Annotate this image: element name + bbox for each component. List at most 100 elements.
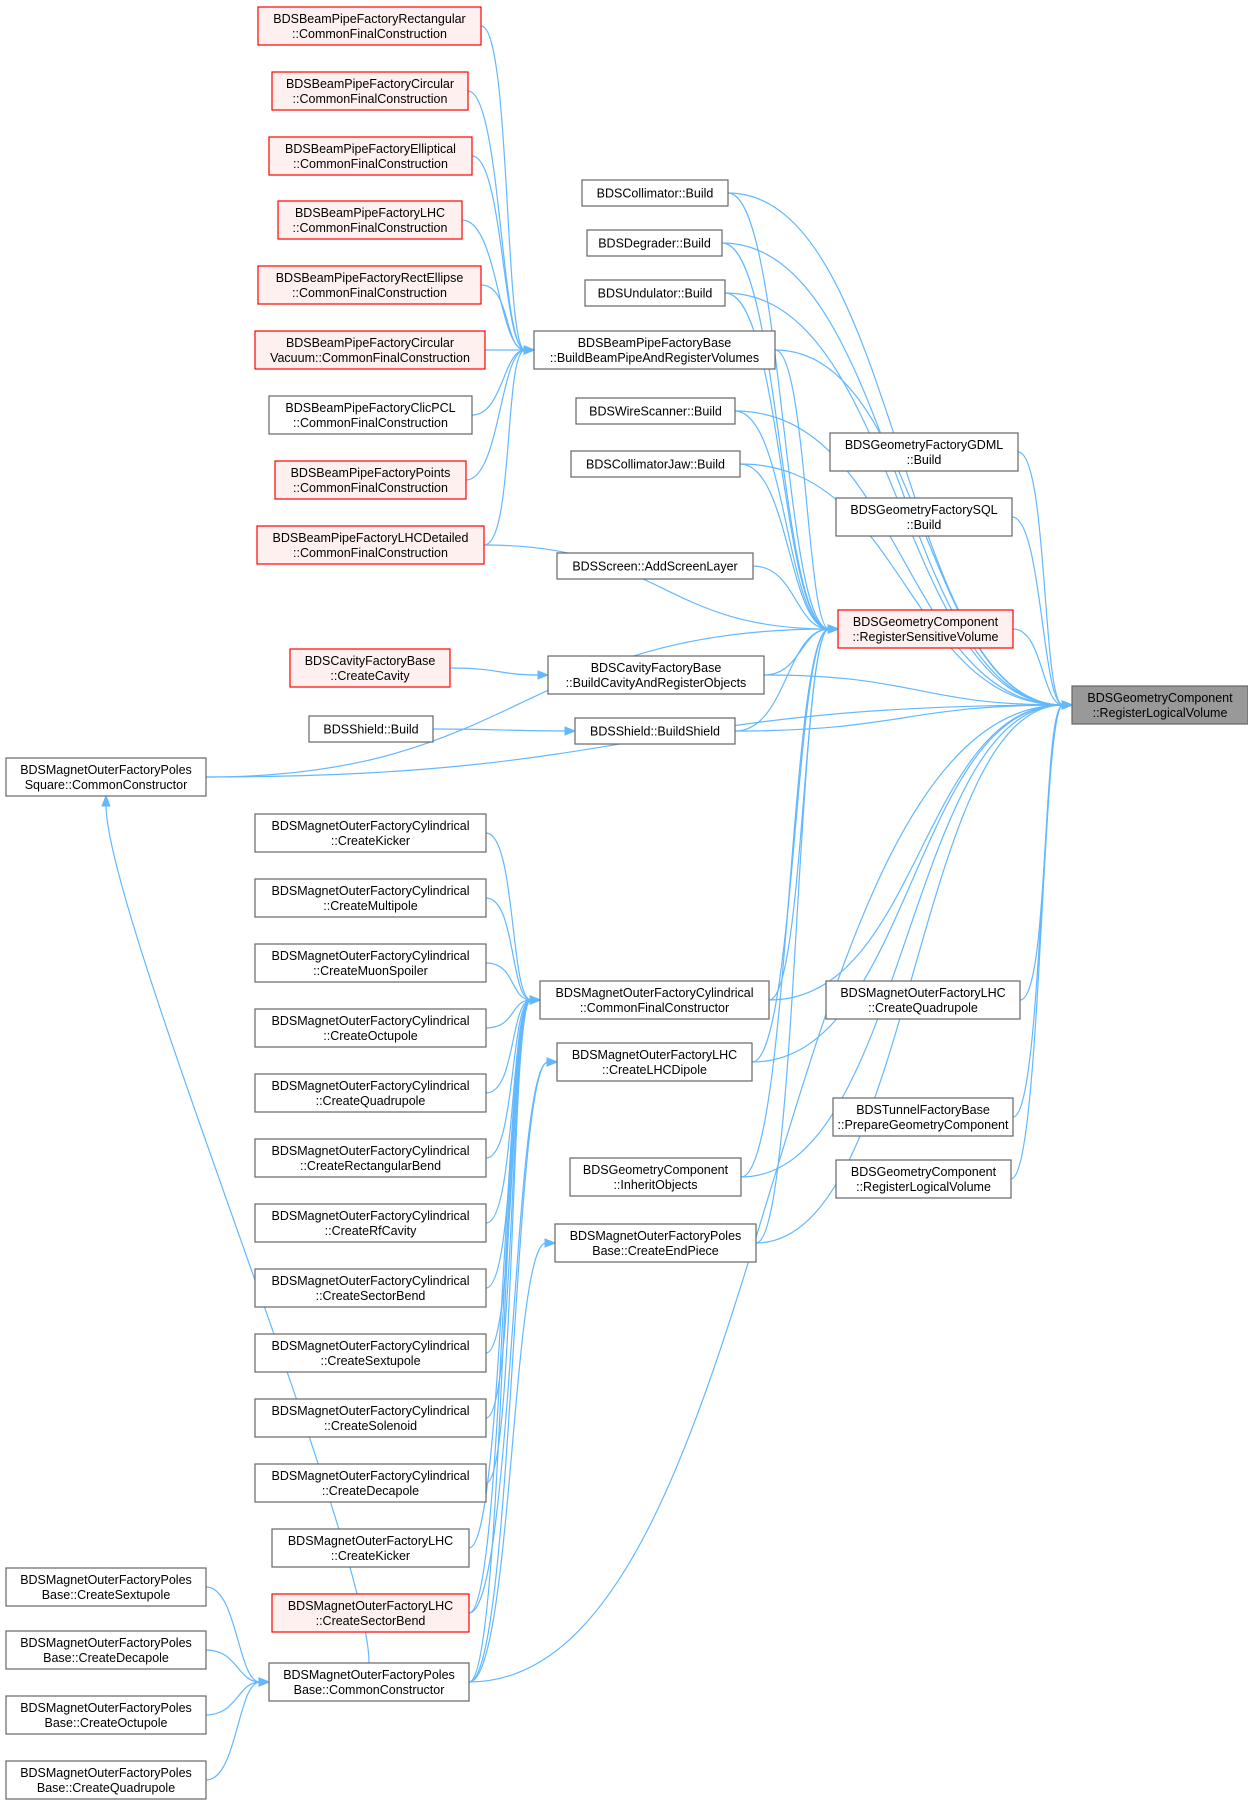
node-label-line: ::CommonFinalConstruction bbox=[292, 27, 447, 41]
node-pb-sext[interactable]: BDSMagnetOuterFactoryPolesBase::CreateSe… bbox=[5, 1567, 207, 1607]
node-label-line: BDSCavityFactoryBase bbox=[305, 654, 436, 668]
edges bbox=[101, 25, 1074, 1781]
node-cyl-quad[interactable]: BDSMagnetOuterFactoryCylindrical::Create… bbox=[254, 1073, 487, 1113]
node-rlv2[interactable]: BDSGeometryComponent::RegisterLogicalVol… bbox=[835, 1159, 1012, 1199]
node-cyl-sol[interactable]: BDSMagnetOuterFactoryCylindrical::Create… bbox=[254, 1398, 487, 1438]
node-pb-cc[interactable]: BDSMagnetOuterFactoryPolesBase::CommonCo… bbox=[268, 1662, 470, 1702]
node-label-line: BDSMagnetOuterFactoryCylindrical bbox=[272, 1404, 470, 1418]
node-box bbox=[274, 460, 467, 500]
edge-n_gdml-to-n_target bbox=[1017, 451, 1074, 710]
node-box bbox=[254, 1333, 487, 1373]
node-cyl-oct[interactable]: BDSMagnetOuterFactoryCylindrical::Create… bbox=[254, 1008, 487, 1048]
node-label-line: ::CreateMuonSpoiler bbox=[313, 964, 428, 978]
edge-n_cyl_quad-to-n_cylfc bbox=[485, 995, 542, 1094]
node-label-line: ::CreateQuadrupole bbox=[868, 1001, 978, 1015]
node-coll[interactable]: BDSCollimator::Build bbox=[581, 179, 729, 207]
node-box bbox=[570, 450, 741, 478]
node-box bbox=[533, 330, 776, 370]
node-lhc-sect[interactable]: BDSMagnetOuterFactoryLHC::CreateSectorBe… bbox=[271, 1593, 470, 1633]
node-gdml[interactable]: BDSGeometryFactoryGDML::Build bbox=[829, 432, 1019, 472]
node-deg[interactable]: BDSDegrader::Build bbox=[586, 229, 723, 257]
node-cyl-rf[interactable]: BDSMagnetOuterFactoryCylindrical::Create… bbox=[254, 1203, 487, 1243]
node-wire[interactable]: BDSWireScanner::Build bbox=[575, 397, 736, 425]
node-cavb[interactable]: BDSCavityFactoryBase::BuildCavityAndRegi… bbox=[547, 655, 765, 695]
node-und[interactable]: BDSUndulator::Build bbox=[584, 279, 726, 307]
node-label-line: BDSMagnetOuterFactoryPoles bbox=[570, 1229, 742, 1243]
node-lhc-kick[interactable]: BDSMagnetOuterFactoryLHC::CreateKicker bbox=[271, 1528, 470, 1568]
node-bp-recte[interactable]: BDSBeamPipeFactoryRectEllipse::CommonFin… bbox=[257, 265, 482, 305]
node-sqcc[interactable]: BDSMagnetOuterFactoryPolesSquare::Common… bbox=[5, 757, 207, 797]
node-label-line: BDSMagnetOuterFactoryCylindrical bbox=[272, 1274, 470, 1288]
node-label-line: ::Build bbox=[907, 518, 942, 532]
edge-n_pb_quad-to-n_pb_cc bbox=[205, 1677, 271, 1781]
node-box bbox=[539, 980, 770, 1020]
node-box bbox=[268, 1662, 470, 1702]
node-bp-lhc[interactable]: BDSBeamPipeFactoryLHC::CommonFinalConstr… bbox=[277, 200, 463, 240]
node-label-line: BDSBeamPipeFactoryRectEllipse bbox=[276, 271, 464, 285]
node-bp-pts[interactable]: BDSBeamPipeFactoryPoints::CommonFinalCon… bbox=[274, 460, 467, 500]
node-cyl-rect[interactable]: BDSMagnetOuterFactoryCylindrical::Create… bbox=[254, 1138, 487, 1178]
node-label-line: Base::CreateOctupole bbox=[45, 1716, 168, 1730]
node-box bbox=[835, 1159, 1012, 1199]
node-inherit[interactable]: BDSGeometryComponent::InheritObjects bbox=[569, 1157, 742, 1197]
node-label-line: BDSGeometryComponent bbox=[853, 615, 999, 629]
node-label-line: BDSBeamPipeFactoryClicPCL bbox=[285, 401, 455, 415]
node-bp-cvac[interactable]: BDSBeamPipeFactoryCircularVacuum::Common… bbox=[254, 330, 486, 370]
node-box bbox=[254, 1463, 487, 1503]
node-bp-ell[interactable]: BDSBeamPipeFactoryElliptical::CommonFina… bbox=[268, 136, 473, 176]
node-bp-circ[interactable]: BDSBeamPipeFactoryCircular::CommonFinalC… bbox=[271, 71, 469, 111]
node-cylfc[interactable]: BDSMagnetOuterFactoryCylindrical::Common… bbox=[539, 980, 770, 1020]
node-cyl-sect[interactable]: BDSMagnetOuterFactoryCylindrical::Create… bbox=[254, 1268, 487, 1308]
node-cyl-sext[interactable]: BDSMagnetOuterFactoryCylindrical::Create… bbox=[254, 1333, 487, 1373]
edge-n_pb_cc-to-n_cylfc bbox=[468, 995, 542, 1683]
node-label-line: ::CreateOctupole bbox=[323, 1029, 418, 1043]
node-label-line: Base::CommonConstructor bbox=[294, 1683, 445, 1697]
node-label-line: ::CreateLHCDipole bbox=[602, 1063, 707, 1077]
node-label-line: BDSWireScanner::Build bbox=[589, 405, 722, 419]
node-lhcdip[interactable]: BDSMagnetOuterFactoryLHC::CreateLHCDipol… bbox=[556, 1042, 753, 1082]
node-endp[interactable]: BDSMagnetOuterFactoryPolesBase::CreateEn… bbox=[554, 1223, 757, 1263]
node-label-line: BDSShield::BuildShield bbox=[590, 725, 720, 739]
edge-n_pb_cc-to-n_lhcdip bbox=[468, 1057, 559, 1683]
node-bp-clic[interactable]: BDSBeamPipeFactoryClicPCL::CommonFinalCo… bbox=[268, 395, 473, 435]
node-tunnel[interactable]: BDSTunnelFactoryBase::PrepareGeometryCom… bbox=[832, 1097, 1014, 1137]
node-pb-dec[interactable]: BDSMagnetOuterFactoryPolesBase::CreateDe… bbox=[5, 1630, 207, 1670]
node-sql[interactable]: BDSGeometryFactorySQL::Build bbox=[835, 497, 1013, 537]
node-bp-rect[interactable]: BDSBeamPipeFactoryRectangular::CommonFin… bbox=[257, 6, 482, 46]
node-box bbox=[1071, 685, 1248, 725]
node-label-line: Base::CreateEndPiece bbox=[592, 1244, 719, 1258]
node-bshield[interactable]: BDSShield::BuildShield bbox=[574, 717, 736, 745]
node-rsv[interactable]: BDSGeometryComponent::RegisterSensitiveV… bbox=[837, 609, 1014, 649]
node-screen[interactable]: BDSScreen::AddScreenLayer bbox=[556, 552, 754, 580]
node-label-line: BDSMagnetOuterFactoryCylindrical bbox=[272, 1144, 470, 1158]
node-cyl-kick[interactable]: BDSMagnetOuterFactoryCylindrical::Create… bbox=[254, 813, 487, 853]
node-box bbox=[271, 71, 469, 111]
edge-n_pb_cc-to-n_endp bbox=[468, 1238, 557, 1683]
node-label-line: BDSMagnetOuterFactoryPoles bbox=[20, 1573, 192, 1587]
node-label-line: ::CreateSectorBend bbox=[316, 1289, 426, 1303]
node-pb-oct[interactable]: BDSMagnetOuterFactoryPolesBase::CreateOc… bbox=[5, 1695, 207, 1735]
node-bp-lhcd[interactable]: BDSBeamPipeFactoryLHCDetailed::CommonFin… bbox=[256, 525, 485, 565]
node-label-line: BDSBeamPipeFactoryPoints bbox=[291, 466, 451, 480]
node-cyl-dec[interactable]: BDSMagnetOuterFactoryCylindrical::Create… bbox=[254, 1463, 487, 1503]
node-target[interactable]: BDSGeometryComponent::RegisterLogicalVol… bbox=[1071, 685, 1248, 725]
node-label-line: BDSGeometryComponent bbox=[851, 1165, 997, 1179]
node-cyl-muon[interactable]: BDSMagnetOuterFactoryCylindrical::Create… bbox=[254, 943, 487, 983]
node-cyl-mult[interactable]: BDSMagnetOuterFactoryCylindrical::Create… bbox=[254, 878, 487, 918]
node-label-line: BDSShield::Build bbox=[323, 723, 418, 737]
node-shield[interactable]: BDSShield::Build bbox=[308, 715, 434, 743]
node-pb-quad[interactable]: BDSMagnetOuterFactoryPolesBase::CreateQu… bbox=[5, 1760, 207, 1800]
node-label-line: ::PrepareGeometryComponent bbox=[838, 1118, 1009, 1132]
node-box bbox=[581, 179, 729, 207]
node-label-line: BDSGeometryComponent bbox=[1087, 691, 1233, 705]
node-label-line: ::CommonFinalConstruction bbox=[293, 416, 448, 430]
node-box bbox=[556, 1042, 753, 1082]
node-cavf[interactable]: BDSCavityFactoryBase::CreateCavity bbox=[289, 648, 451, 688]
node-lhcquad[interactable]: BDSMagnetOuterFactoryLHC::CreateQuadrupo… bbox=[825, 980, 1021, 1020]
node-cjaw[interactable]: BDSCollimatorJaw::Build bbox=[570, 450, 741, 478]
node-label-line: BDSScreen::AddScreenLayer bbox=[572, 560, 737, 574]
node-label-line: ::CreateKicker bbox=[331, 834, 410, 848]
node-bbp[interactable]: BDSBeamPipeFactoryBase::BuildBeamPipeAnd… bbox=[533, 330, 776, 370]
node-label-line: Vacuum::CommonFinalConstruction bbox=[270, 351, 470, 365]
edge-n_bp_circ-to-n_bbp bbox=[467, 90, 536, 355]
